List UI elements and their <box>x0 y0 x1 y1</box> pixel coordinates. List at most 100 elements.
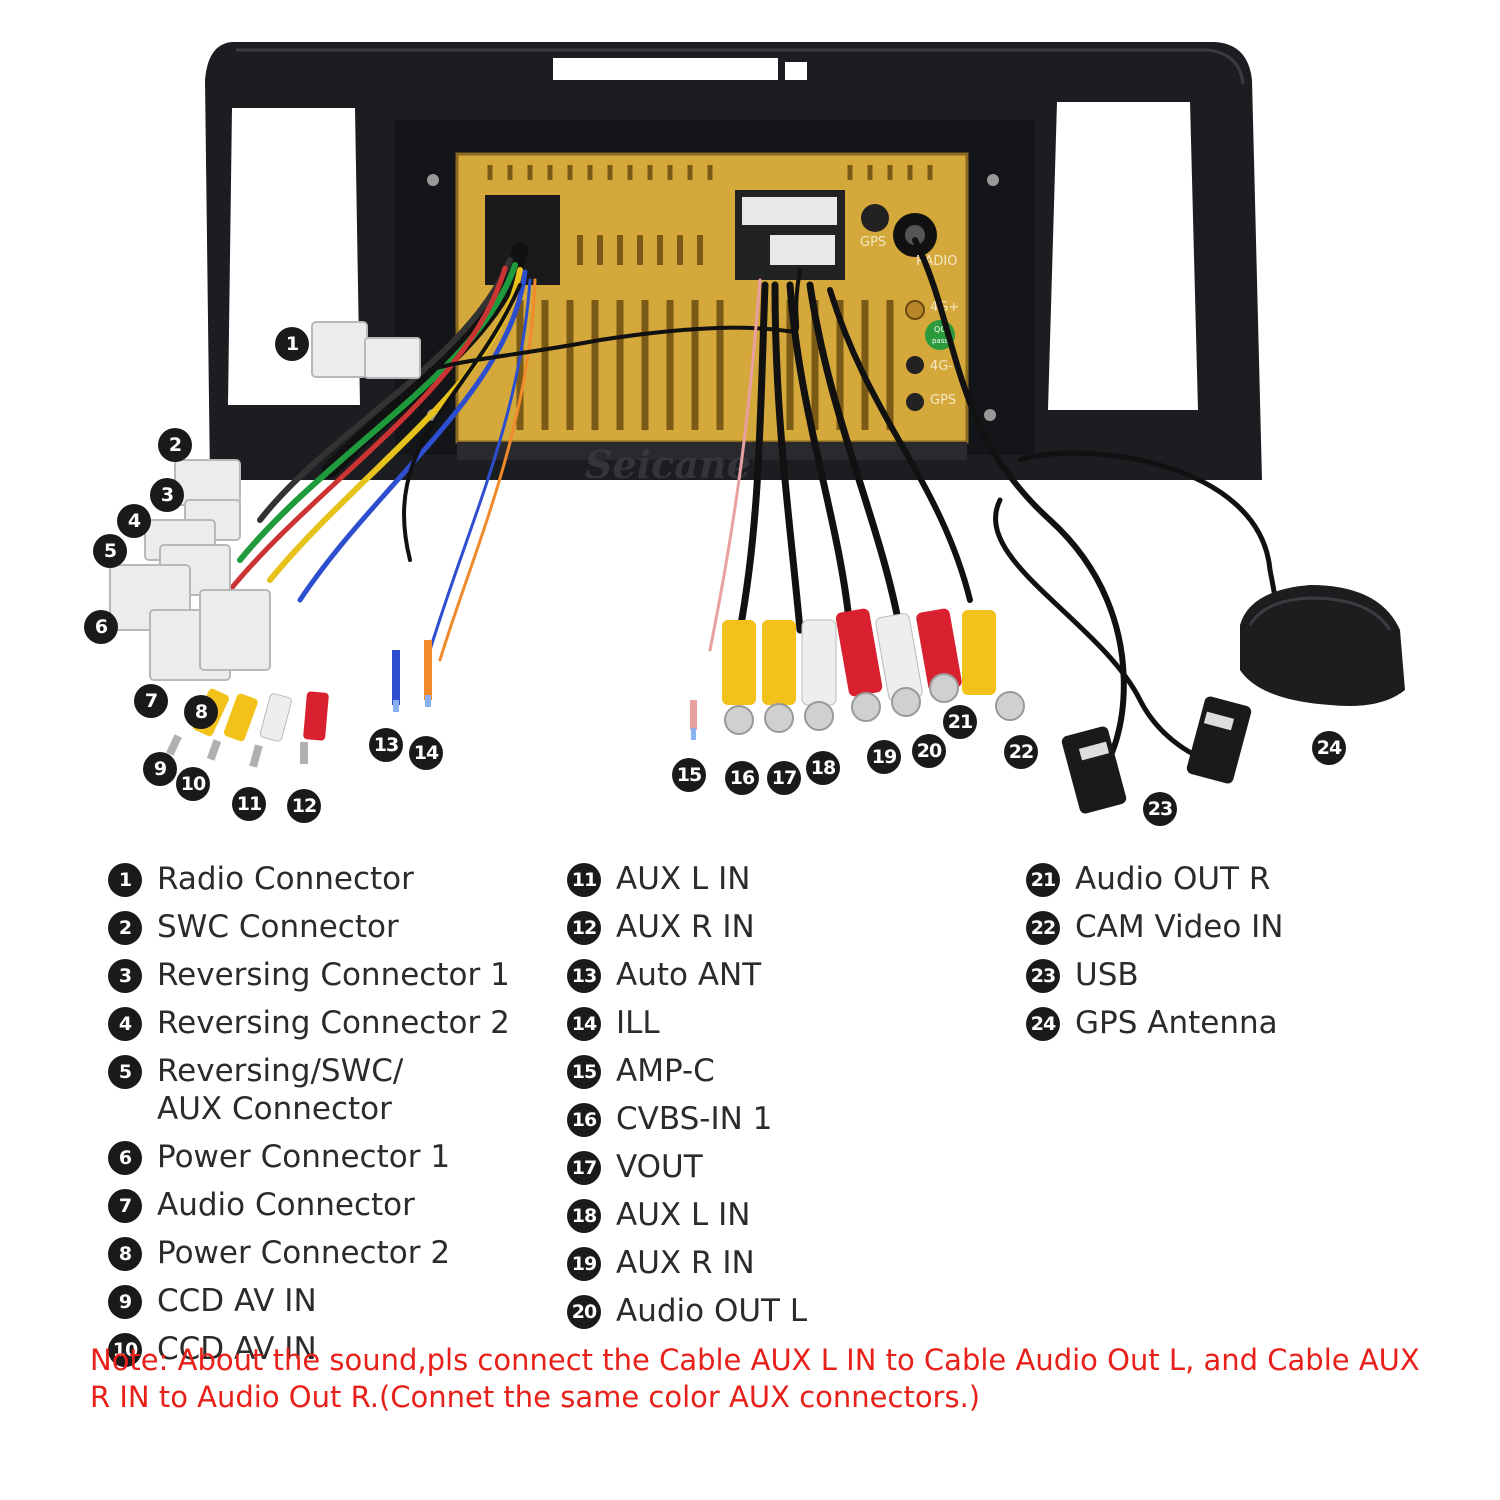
legend-number-badge: 22 <box>1026 911 1060 945</box>
legend-number-badge: 6 <box>108 1141 142 1175</box>
callout-7: 7 <box>134 684 168 718</box>
callout-15: 15 <box>672 758 706 792</box>
legend-number-badge: 15 <box>567 1055 601 1089</box>
callout-12: 12 <box>287 789 321 823</box>
gps-antenna-puck <box>1240 585 1405 706</box>
legend-number-badge: 21 <box>1026 863 1060 897</box>
callout-23: 23 <box>1143 792 1177 826</box>
legend-label: CCD AV IN <box>157 1331 317 1367</box>
legend-number-badge: 11 <box>567 863 601 897</box>
legend-number-badge: 16 <box>567 1103 601 1137</box>
legend-item: 19 AUX R IN <box>567 1244 807 1282</box>
qc-pass-text: pass <box>932 337 948 345</box>
legend-number-badge: 4 <box>108 1007 142 1041</box>
legend-label: AUX R IN <box>616 1245 755 1281</box>
legend-number-badge: 18 <box>567 1199 601 1233</box>
callout-17: 17 <box>767 761 801 795</box>
callout-9: 9 <box>143 752 177 786</box>
gps2-port-label: GPS <box>930 393 956 408</box>
legend-item: 4 Reversing Connector 2 <box>108 1004 510 1042</box>
legend-item: 13 Auto ANT <box>567 956 807 994</box>
legend-label: Reversing Connector 2 <box>157 1005 510 1041</box>
4g-minus-label: 4G- <box>930 359 953 374</box>
sound-connection-note: Note: About the sound,pls connect the Ca… <box>90 1343 1420 1414</box>
legend-number-badge: 13 <box>567 959 601 993</box>
legend-label: AUX R IN <box>616 909 755 945</box>
legend-item: 7 Audio Connector <box>108 1186 510 1224</box>
callout-4: 4 <box>117 504 151 538</box>
callout-13: 13 <box>369 728 403 762</box>
legend-item: 11 AUX L IN <box>567 860 807 898</box>
legend-label: GPS Antenna <box>1075 1005 1278 1041</box>
legend-number-badge: 3 <box>108 959 142 993</box>
callout-3: 3 <box>150 478 184 512</box>
legend-number-badge: 17 <box>567 1151 601 1185</box>
legend-label: Power Connector 1 <box>157 1139 451 1175</box>
callout-5: 5 <box>93 534 127 568</box>
legend-label: Audio Connector <box>157 1187 415 1223</box>
callout-21: 21 <box>943 705 977 739</box>
legend-number-badge: 8 <box>108 1237 142 1271</box>
legend-item: 8 Power Connector 2 <box>108 1234 510 1272</box>
watermark: Seicane <box>585 442 751 487</box>
legend-label: Auto ANT <box>616 957 762 993</box>
radio-connector-plug <box>311 321 368 378</box>
legend-item: 17 VOUT <box>567 1148 807 1186</box>
legend-number-badge: 19 <box>567 1247 601 1281</box>
legend-label: USB <box>1075 957 1139 993</box>
legend-label: CVBS-IN 1 <box>616 1101 773 1137</box>
middle-rca-jacks <box>690 608 1025 740</box>
head-unit-body: GPS RADIO 4G+ 4G- GPS QC pass <box>427 152 999 460</box>
legend-item: 6 Power Connector 1 <box>108 1138 510 1176</box>
callout-18: 18 <box>806 751 840 785</box>
legend-label: Reversing Connector 1 <box>157 957 510 993</box>
white-connectors <box>109 321 421 681</box>
callout-11: 11 <box>232 787 266 821</box>
legend-number-badge: 10 <box>108 1333 142 1367</box>
legend-number-badge: 24 <box>1026 1007 1060 1041</box>
legend-label: AUX L IN <box>616 861 751 897</box>
legend-item: 3 Reversing Connector 1 <box>108 956 510 994</box>
wiring-harness <box>227 237 1280 773</box>
legend-number-badge: 23 <box>1026 959 1060 993</box>
legend-label: ILL <box>616 1005 660 1041</box>
legend-label: Power Connector 2 <box>157 1235 451 1271</box>
qc-sticker-text: QC <box>934 325 946 334</box>
legend-number-badge: 1 <box>108 863 142 897</box>
legend-label: AMP-C <box>616 1053 715 1089</box>
legend-label: VOUT <box>616 1149 703 1185</box>
right-vent-opening <box>1048 102 1198 410</box>
legend-item: 18 AUX L IN <box>567 1196 807 1234</box>
usb-ports <box>1061 696 1252 814</box>
legend-label: CAM Video IN <box>1075 909 1284 945</box>
callout-20: 20 <box>912 734 946 768</box>
callout-1: 1 <box>275 327 309 361</box>
product-photo: GPS RADIO 4G+ 4G- GPS QC pass Seicane <box>109 42 1405 814</box>
legend-number-badge: 5 <box>108 1055 142 1089</box>
callout-10: 10 <box>176 767 210 801</box>
legend-label: CCD AV IN <box>157 1283 317 1319</box>
legend-label: SWC Connector <box>157 909 399 945</box>
callout-6: 6 <box>84 610 118 644</box>
legend-number-badge: 9 <box>108 1285 142 1319</box>
legend-item: 16 CVBS-IN 1 <box>567 1100 807 1138</box>
legend-number-badge: 2 <box>108 911 142 945</box>
callout-16: 16 <box>725 761 759 795</box>
callout-24: 24 <box>1312 731 1346 765</box>
legend-item: 22 CAM Video IN <box>1026 908 1284 946</box>
legend-item: 24 GPS Antenna <box>1026 1004 1284 1042</box>
legend-label: AUX L IN <box>616 1197 751 1233</box>
callout-2: 2 <box>158 428 192 462</box>
gps-port-label: GPS <box>860 235 886 250</box>
callout-14: 14 <box>409 736 443 770</box>
legend-number-badge: 7 <box>108 1189 142 1223</box>
